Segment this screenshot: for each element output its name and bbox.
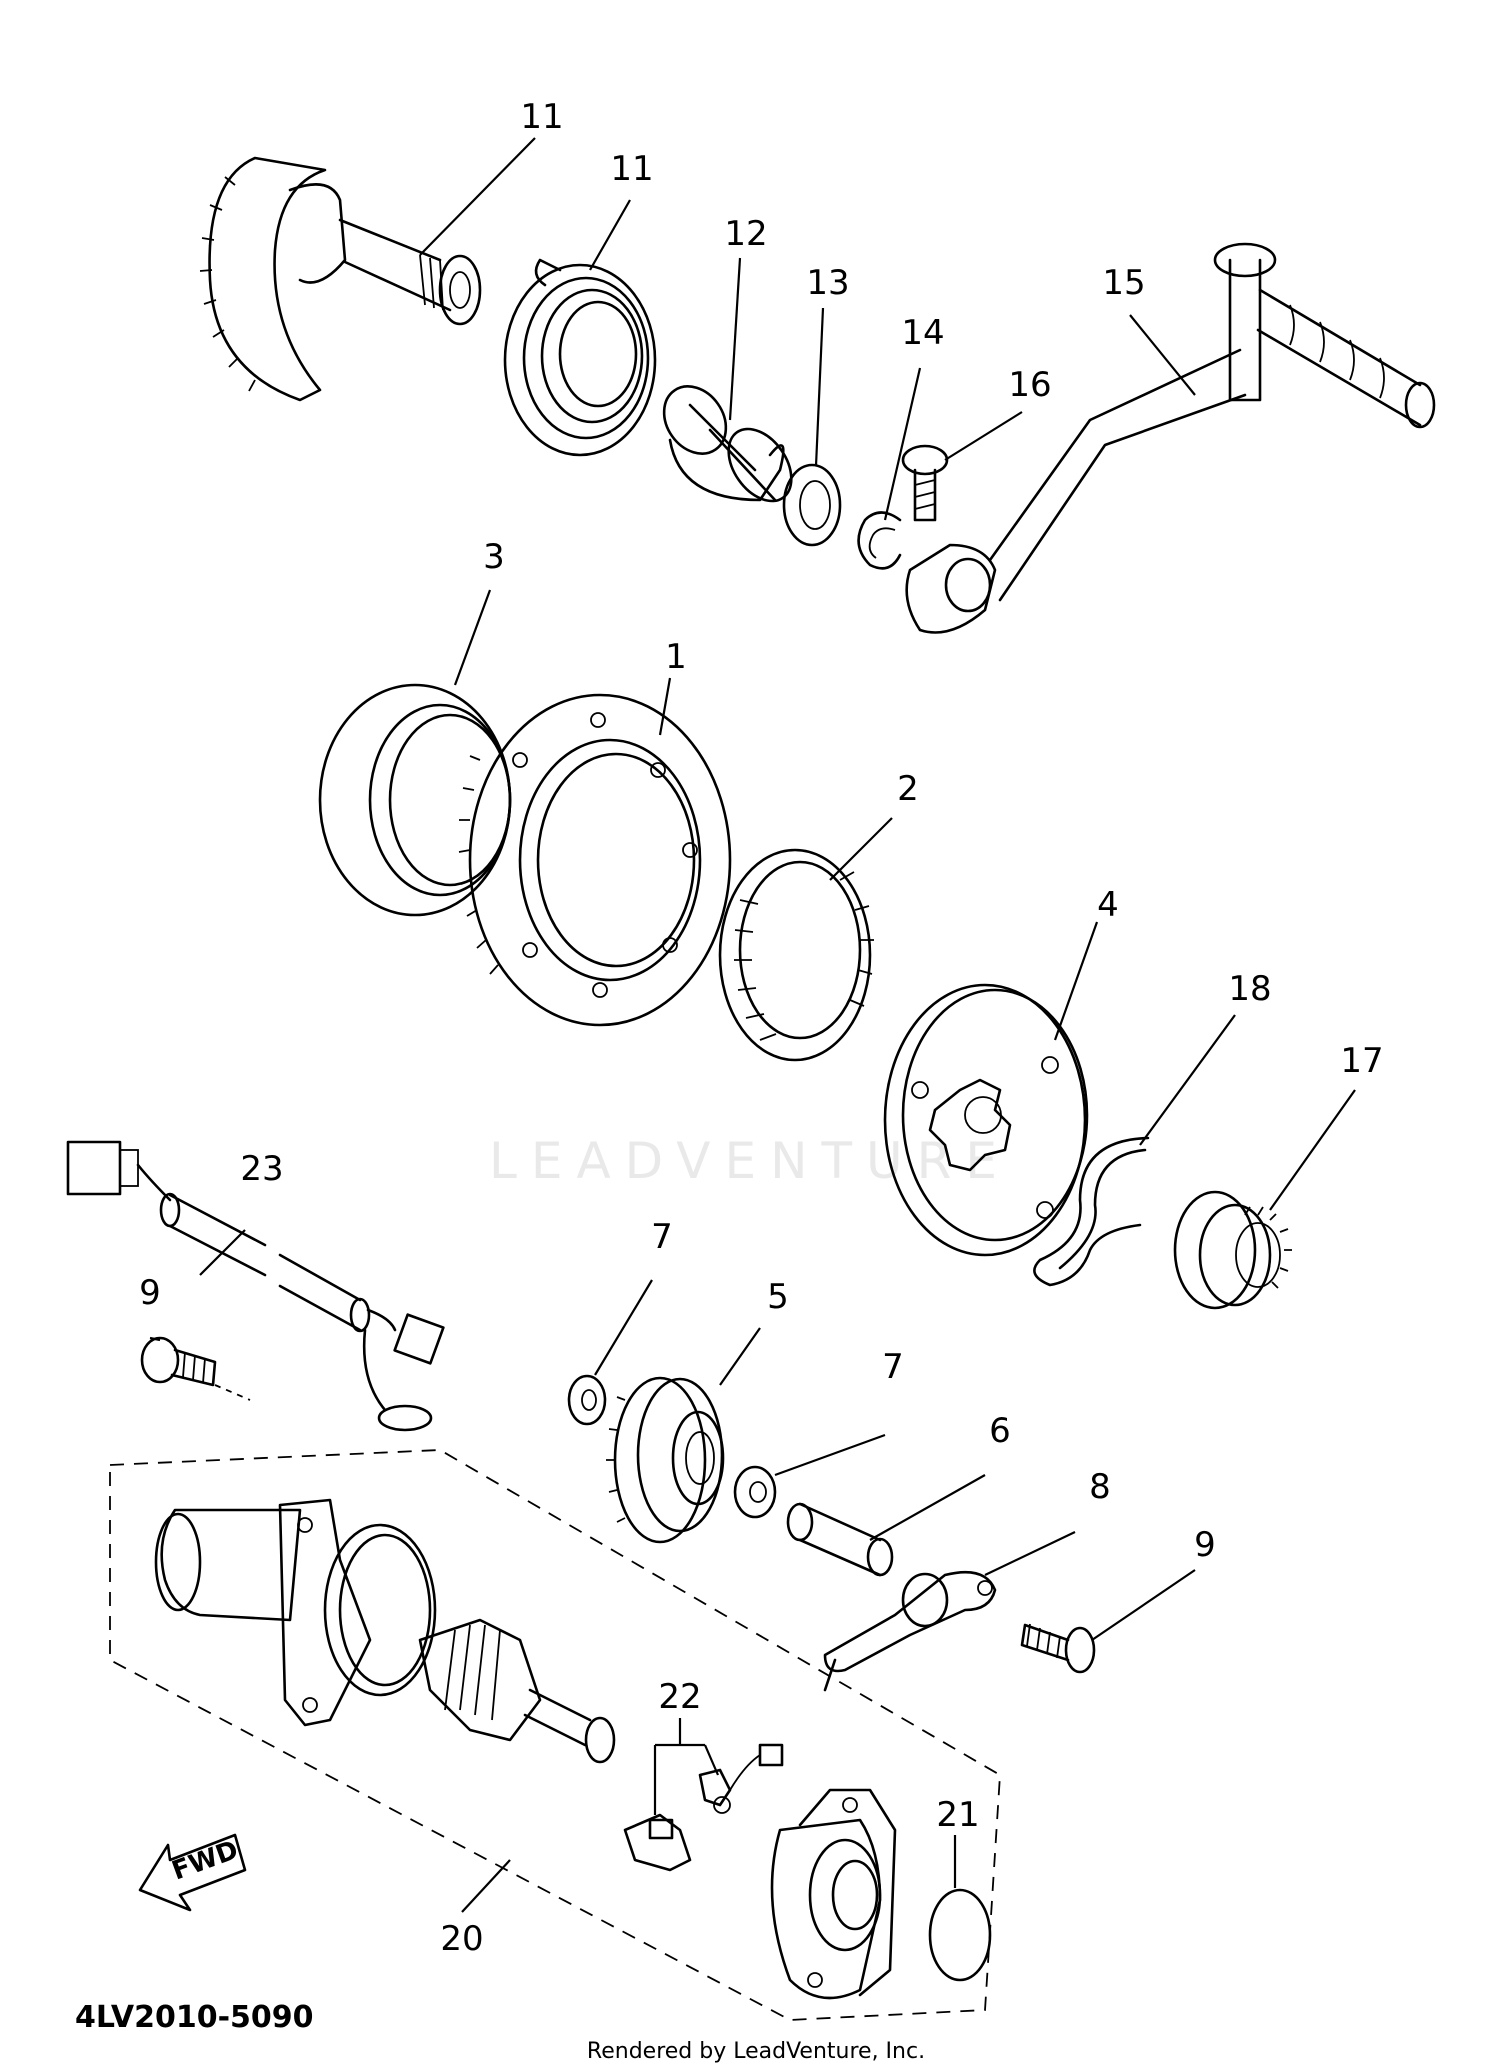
part-5-gear bbox=[606, 1376, 725, 1544]
callout-1: 1 bbox=[665, 637, 687, 677]
part-14-washer bbox=[782, 463, 842, 547]
callout-14: 13 bbox=[806, 263, 849, 303]
callout-8: 8 bbox=[1089, 1467, 1111, 1507]
part-7-washer-lower bbox=[733, 1465, 777, 1519]
credit-line: Rendered by LeadVenture, Inc. bbox=[587, 2039, 925, 2064]
callout-18: 17 bbox=[1340, 1041, 1383, 1081]
fwd-label: FWD bbox=[168, 1835, 242, 1886]
callout-11: 11 bbox=[520, 97, 563, 137]
diagram-code: 4LV2010-5090 bbox=[75, 2000, 314, 2035]
part-3-seal bbox=[318, 683, 512, 917]
callout-22: 22 bbox=[658, 1677, 701, 1717]
part-4-clutch-outer bbox=[883, 983, 1089, 1257]
part-9-screw bbox=[1020, 1623, 1096, 1674]
part-13-collar bbox=[662, 385, 793, 503]
watermark: LEADVENTURE bbox=[489, 1132, 1011, 1190]
part-1-starter-wheel bbox=[458, 693, 732, 1027]
part-15-circlip bbox=[857, 511, 902, 570]
callout-19: 18 bbox=[1228, 969, 1271, 1009]
part-7-washer-upper bbox=[567, 1374, 607, 1426]
leader-lines bbox=[149, 137, 1356, 1913]
callout-20: 20 bbox=[440, 1919, 483, 1959]
part-11-kick-shaft bbox=[199, 156, 482, 402]
callout-17: 16 bbox=[1008, 365, 1051, 405]
callout-7-lower: 7 bbox=[882, 1347, 904, 1387]
part-12-spring bbox=[503, 258, 657, 457]
part-23-cable bbox=[66, 1140, 445, 1432]
callout-15: 14 bbox=[901, 313, 944, 353]
part-6-shaft bbox=[786, 1502, 894, 1577]
part-17-bolt bbox=[901, 444, 949, 522]
callouts: 11 11 12 13 14 15 16 3 1 2 4 18 17 23 9 … bbox=[139, 97, 1383, 1959]
part-18-idle-gear bbox=[1173, 1190, 1292, 1310]
callout-4: 4 bbox=[1097, 885, 1119, 925]
forward-direction-arrow: FWD bbox=[138, 1833, 247, 1912]
callout-3: 3 bbox=[483, 537, 505, 577]
part-16-kick-lever bbox=[905, 242, 1436, 634]
callout-13: 12 bbox=[724, 214, 767, 254]
callout-9-label: 9 bbox=[1194, 1525, 1216, 1565]
callout-7-upper: 7 bbox=[651, 1217, 673, 1257]
callout-6: 6 bbox=[989, 1411, 1011, 1451]
callout-23: 23 bbox=[240, 1149, 283, 1189]
callout-21: 21 bbox=[936, 1795, 979, 1835]
callout-2: 2 bbox=[897, 769, 919, 809]
part-8-plate bbox=[823, 1570, 997, 1692]
part-2-one-way-clutch bbox=[718, 848, 874, 1062]
callout-5: 5 bbox=[767, 1277, 789, 1317]
callout-10: 9 bbox=[139, 1273, 161, 1313]
part-19-spring-clip bbox=[1033, 1136, 1150, 1287]
part-21-cap bbox=[928, 1888, 992, 1982]
callout-16: 15 bbox=[1102, 263, 1145, 303]
part-10-bolt bbox=[140, 1336, 251, 1401]
callout-12: 11 bbox=[610, 149, 653, 189]
part-20-starter-motor-assembly bbox=[109, 1449, 1001, 2021]
